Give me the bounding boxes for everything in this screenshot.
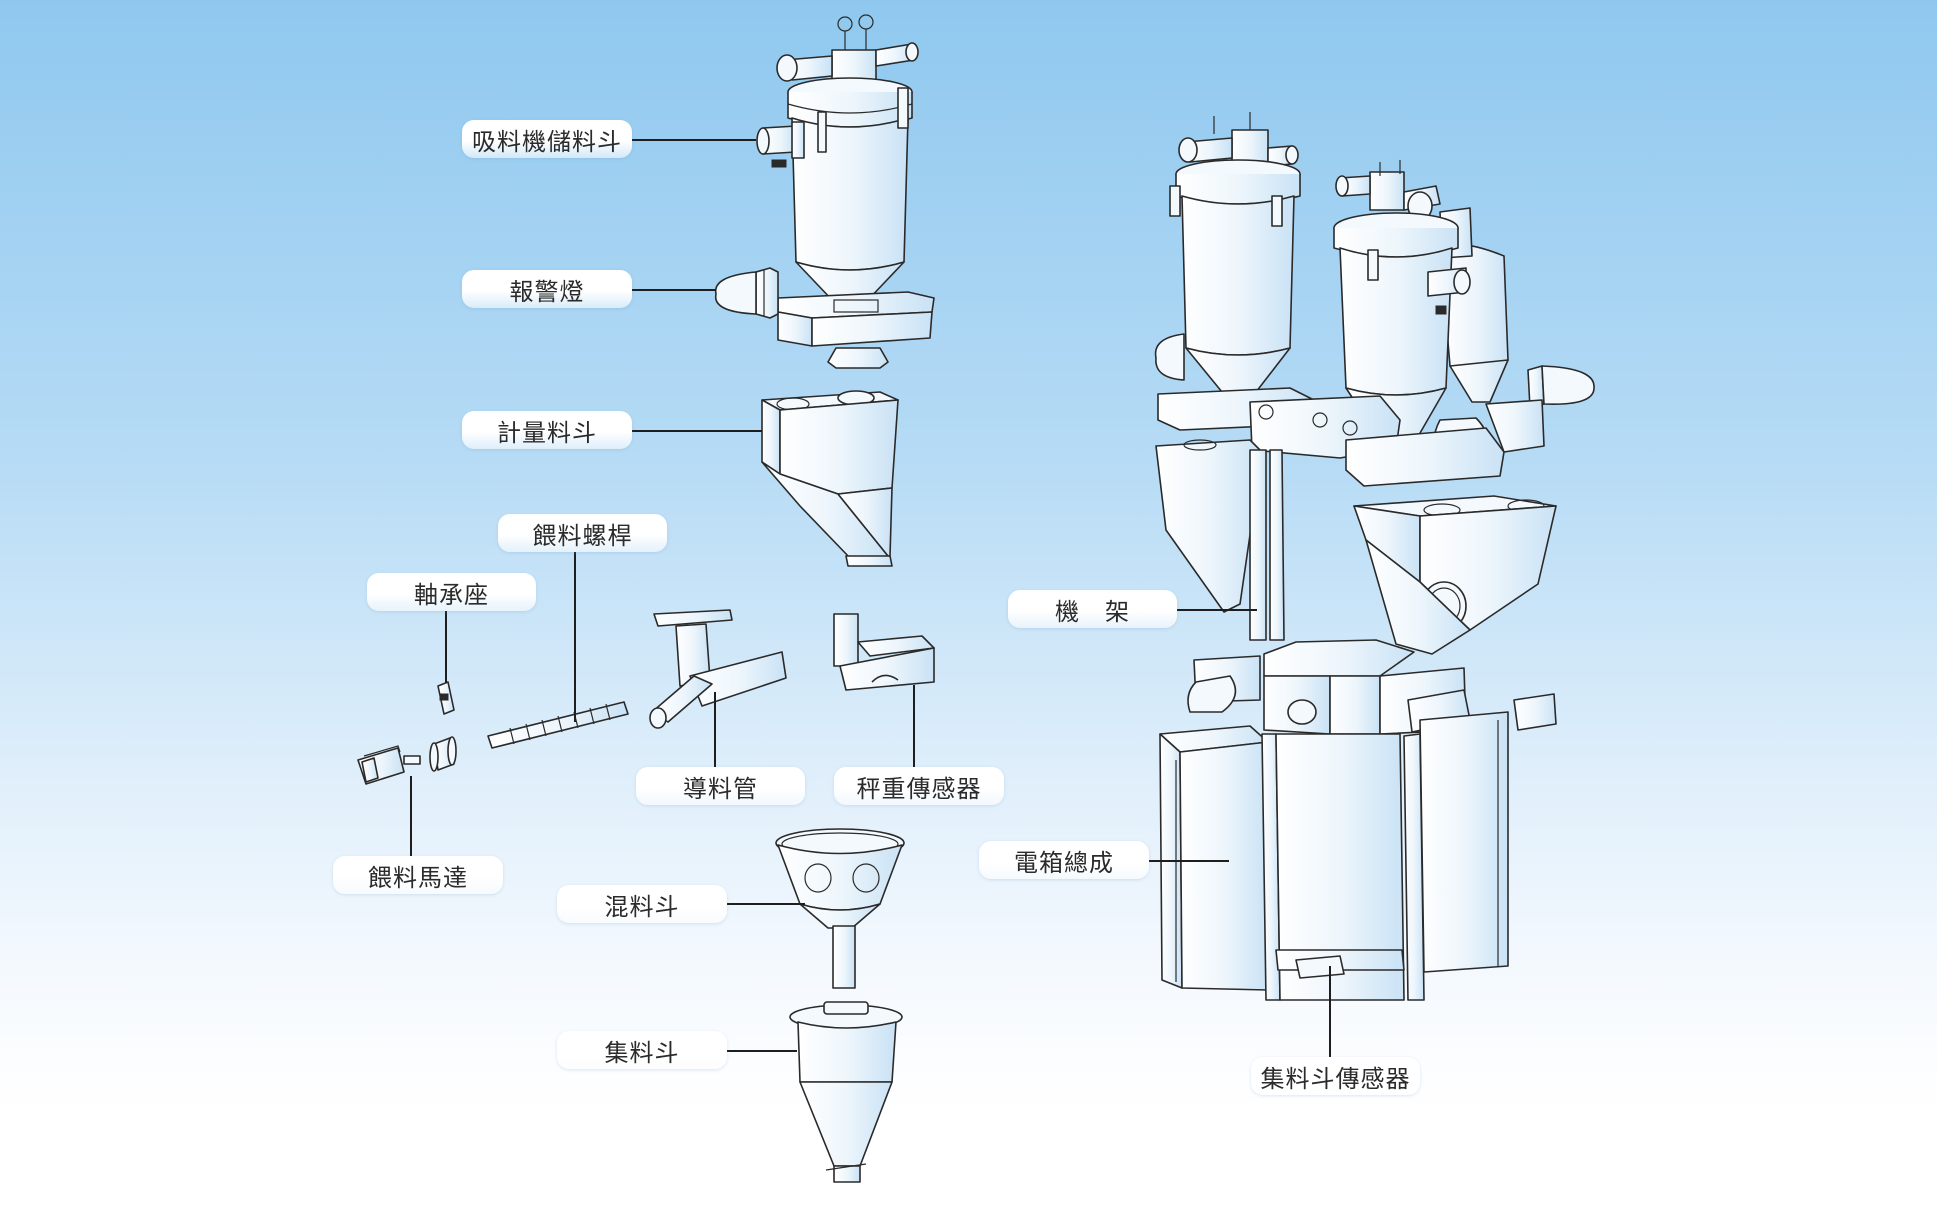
load-cell-part — [833, 613, 935, 691]
metering-hopper-part — [761, 390, 899, 567]
label-mixing-hopper: 混料斗 — [557, 885, 727, 923]
label-feed-motor: 餵料馬達 — [333, 856, 503, 894]
collecting-hopper-part — [789, 1001, 903, 1183]
bearing-seat-part — [437, 681, 455, 715]
coupling-part — [429, 736, 457, 772]
feed-screw-part — [487, 701, 629, 749]
label-collecting-hopper: 集料斗 — [557, 1031, 727, 1069]
mixing-hopper-part — [775, 828, 905, 989]
label-collecting-hopper-sensor: 集料斗傳感器 — [1251, 1057, 1420, 1095]
leader-lines — [410, 139, 1331, 1057]
label-electrical-box: 電箱總成 — [979, 841, 1149, 879]
label-guide-tube: 導料管 — [636, 767, 805, 805]
guide-tube-part — [649, 609, 787, 729]
label-alarm-light: 報警燈 — [462, 270, 632, 308]
loader-hopper-part — [714, 14, 935, 369]
label-frame: 機 架 — [1008, 590, 1177, 628]
assembled-machine — [1154, 112, 1595, 1001]
label-load-cell: 秤重傳感器 — [834, 767, 1004, 805]
label-loader-hopper: 吸料機儲料斗 — [462, 120, 632, 158]
label-feed-screw: 餵料螺桿 — [498, 514, 667, 552]
label-metering-hopper: 計量料斗 — [462, 411, 632, 449]
label-bearing-seat: 軸承座 — [367, 573, 536, 611]
feed-motor-part — [357, 745, 421, 785]
